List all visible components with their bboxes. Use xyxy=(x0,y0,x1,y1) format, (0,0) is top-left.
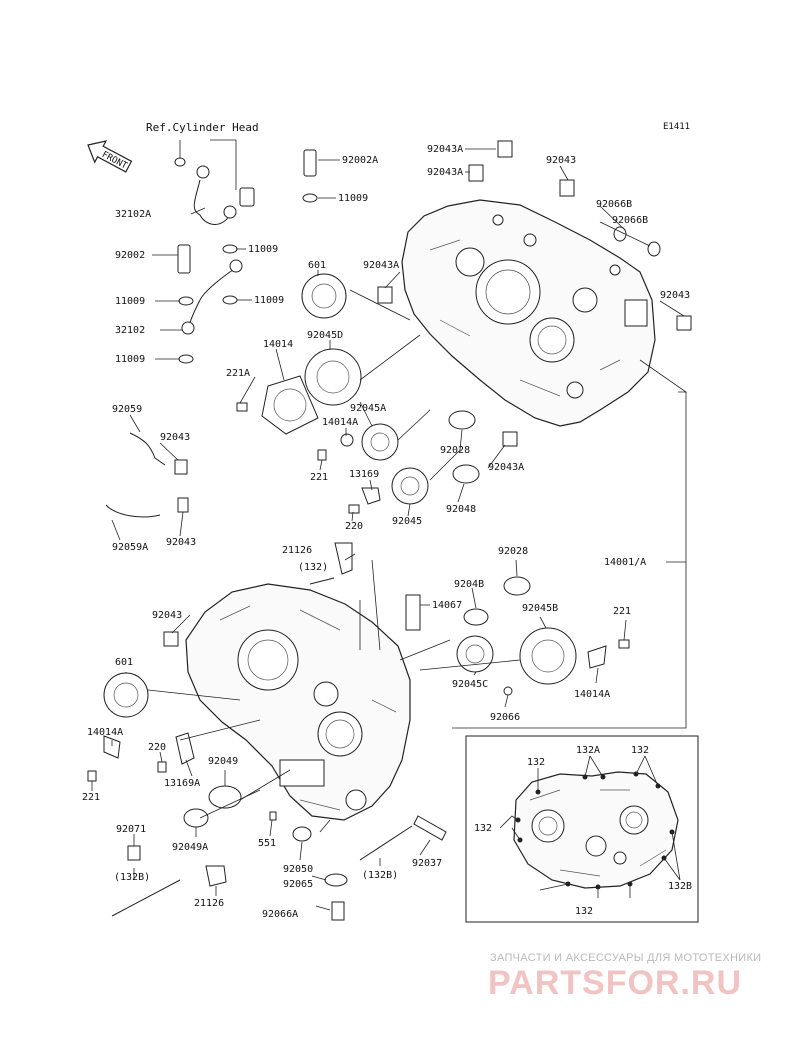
callout-label: 92059 xyxy=(112,404,142,415)
inset-label: 132 xyxy=(527,757,545,768)
diagram-code: E1411 xyxy=(663,122,690,132)
callout-label: 14014A xyxy=(87,727,123,738)
callout-label: 11009 xyxy=(115,354,145,365)
callout-label: 92043A xyxy=(427,144,463,155)
inset-label: 132 xyxy=(631,745,649,756)
callout-label: 92043A xyxy=(488,462,524,473)
oil-pipe-assembly xyxy=(174,149,318,364)
watermark: ЗАПЧАСТИ И АКСЕССУАРЫ ДЛЯ МОТОТЕХНИКИ PA… xyxy=(488,952,761,1002)
inset-label: 132B xyxy=(668,881,692,892)
callout-label: 221 xyxy=(82,792,100,803)
callout-label: 92002A xyxy=(342,155,378,166)
callout-label: 92028 xyxy=(440,445,470,456)
watermark-tagline: ЗАПЧАСТИ И АКСЕССУАРЫ ДЛЯ МОТОТЕХНИКИ xyxy=(490,952,761,964)
callout-label: 32102A xyxy=(115,209,151,220)
callout-label: 92071 xyxy=(116,824,146,835)
callout-label: 92043A xyxy=(363,260,399,271)
callout-label: (132) xyxy=(298,562,328,573)
callout-label: 13169 xyxy=(349,469,379,480)
watermark-logo: PARTSFOR.RU xyxy=(488,964,742,1002)
callout-label: 92043 xyxy=(166,537,196,548)
callout-label: 220 xyxy=(345,521,363,532)
callout-label: 92065 xyxy=(283,879,313,890)
callout-label: (132B) xyxy=(362,870,398,881)
callout-label: 92050 xyxy=(283,864,313,875)
callout-label: 92066B xyxy=(612,215,648,226)
leader-lines xyxy=(91,139,688,911)
callout-label: (132B) xyxy=(114,872,150,883)
callout-label: 92043A xyxy=(427,167,463,178)
callout-label: 92043 xyxy=(660,290,690,301)
callout-label: 92066B xyxy=(596,199,632,210)
upper-crankcase-half xyxy=(401,199,656,427)
callout-label: 14001/A xyxy=(604,557,646,568)
reference-cylinder-head-label: Ref.Cylinder Head xyxy=(146,121,259,134)
callout-label: 601 xyxy=(115,657,133,668)
bolt-location-inset: 132 132A 132 132 132B 132 xyxy=(465,735,699,923)
front-direction-arrow-icon: FRONT xyxy=(87,140,133,173)
callout-label: 221A xyxy=(226,368,250,379)
inset-label: 132 xyxy=(474,823,492,834)
callout-label: 92002 xyxy=(115,250,145,261)
callout-label: 92059A xyxy=(112,542,148,553)
callout-label: 92043 xyxy=(152,610,182,621)
callout-label: 92045A xyxy=(350,403,386,414)
callout-label: 92066A xyxy=(262,909,298,920)
callout-label: 92045 xyxy=(392,516,422,527)
callout-label: 32102 xyxy=(115,325,145,336)
callout-label: 221 xyxy=(613,606,631,617)
inset-label: 132 xyxy=(575,906,593,917)
callout-label: 21126 xyxy=(282,545,312,556)
callout-label: 92048 xyxy=(446,504,476,515)
callout-label: 92049 xyxy=(208,756,238,767)
callout-label: 92043 xyxy=(160,432,190,443)
assembly-guide-lines xyxy=(147,289,521,833)
callout-label: 92045C xyxy=(452,679,488,690)
callout-label: 92066 xyxy=(490,712,520,723)
callout-label: 92043 xyxy=(546,155,576,166)
callout-label: 21126 xyxy=(194,898,224,909)
callout-label: 14014A xyxy=(574,689,610,700)
callout-label: 14014 xyxy=(263,339,293,350)
callout-label: 13169A xyxy=(164,778,200,789)
part-callouts: 92002A 11009 32102A 11009 92002 11009 11… xyxy=(82,144,690,920)
callout-label: 92049A xyxy=(172,842,208,853)
callout-label: 14067 xyxy=(432,600,462,611)
lower-crankcase-half xyxy=(185,583,411,821)
callout-label: 11009 xyxy=(248,244,278,255)
callout-label: 11009 xyxy=(338,193,368,204)
callout-label: 92028 xyxy=(498,546,528,557)
callout-label: 220 xyxy=(148,742,166,753)
callout-label: 9204B xyxy=(454,579,484,590)
callout-label: 11009 xyxy=(254,295,284,306)
callout-label: 221 xyxy=(310,472,328,483)
callout-label: 92045B xyxy=(522,603,558,614)
callout-label: 14014A xyxy=(322,417,358,428)
callout-label: 92045D xyxy=(307,330,343,341)
callout-label: 601 xyxy=(308,260,326,271)
callout-label: 11009 xyxy=(115,296,145,307)
callout-label: 92037 xyxy=(412,858,442,869)
inset-label: 132A xyxy=(576,745,600,756)
callout-label: 551 xyxy=(258,838,276,849)
